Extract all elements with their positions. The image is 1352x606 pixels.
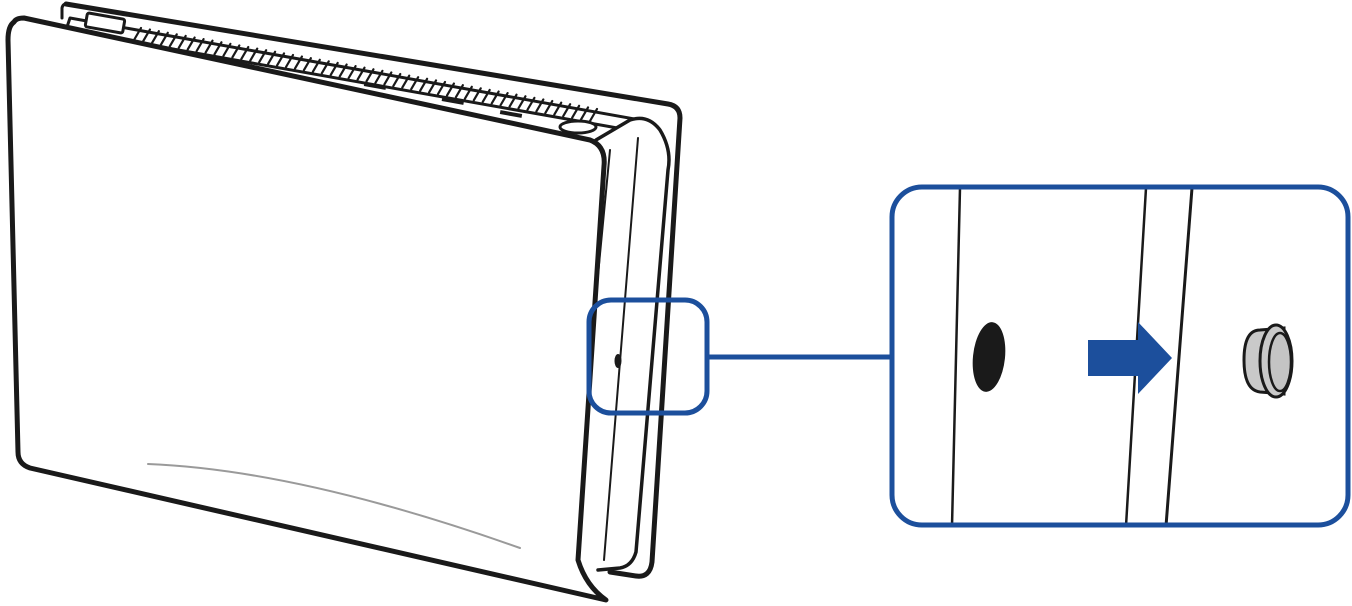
- vent-slot: [222, 42, 232, 57]
- vent-slot: [535, 98, 545, 113]
- console-top-button: [558, 119, 598, 135]
- console-front-cover: [5, 15, 609, 603]
- vent-slot: [579, 106, 590, 121]
- vent-slot: [517, 95, 527, 110]
- vent-slot: [499, 92, 509, 107]
- vent-slot: [490, 90, 500, 105]
- vent-slot: [472, 87, 482, 102]
- vent-slot: [311, 58, 321, 73]
- vent-slot: [275, 52, 286, 67]
- console-top-slot-1: [363, 82, 387, 90]
- vent-slot: [347, 65, 357, 80]
- callout: [586, 184, 1351, 528]
- console-top-slot-3: [499, 110, 523, 118]
- vent-slot: [383, 71, 393, 86]
- vent-slot: [365, 68, 375, 83]
- vent-slot: [267, 50, 277, 65]
- console-side-hole: [614, 354, 622, 368]
- vent-slot: [356, 66, 366, 81]
- vent-slot: [481, 88, 491, 104]
- console-top-slot-2: [441, 96, 465, 105]
- vent-slot: [419, 77, 429, 92]
- vent-slot: [374, 69, 384, 84]
- vent-slot: [508, 93, 518, 108]
- vent-slot: [141, 28, 152, 43]
- vent-slot: [240, 45, 250, 61]
- vent-slot: [410, 76, 420, 91]
- inset-hole: [972, 322, 1006, 392]
- vent-slot: [284, 53, 295, 69]
- vent-slot: [329, 61, 339, 77]
- vent-slot: [258, 49, 268, 64]
- inset-cap-icon: [1242, 323, 1294, 399]
- vent-slot: [320, 60, 330, 75]
- vent-slot: [427, 79, 438, 94]
- vent-slot: [401, 74, 411, 89]
- vent-slot: [159, 31, 169, 46]
- vent-slot: [553, 101, 563, 116]
- vent-slot: [338, 63, 348, 78]
- console-front-highlight: [147, 463, 521, 549]
- console-back-top-edge: [60, 2, 70, 20]
- vent-slot: [562, 103, 572, 118]
- vent-slot: [150, 30, 160, 45]
- console-top-port: [83, 11, 127, 35]
- vent-slot: [302, 57, 312, 72]
- arrow-right-icon: [1088, 322, 1172, 394]
- vent-slot: [177, 34, 187, 50]
- vent-slot: [204, 39, 214, 54]
- vent-slot: [195, 38, 205, 53]
- vent-slot: [445, 82, 456, 97]
- vent-slot: [544, 99, 554, 115]
- vent-slot: [249, 47, 259, 62]
- vent-slot: [571, 104, 581, 119]
- inset-edge-line-3: [1164, 187, 1194, 525]
- zoom-inset-frame: [889, 184, 1351, 528]
- vent-slot: [168, 33, 178, 48]
- vent-slot: [588, 107, 599, 123]
- vent-slot: [392, 72, 402, 88]
- vent-slot: [186, 36, 196, 51]
- vent-slot: [231, 44, 241, 59]
- vent-slot: [213, 41, 223, 56]
- vent-slot: [293, 55, 304, 70]
- console-side-body: [594, 116, 671, 572]
- vent-slot: [454, 84, 464, 99]
- console: [5, 1, 683, 603]
- vent-slot: [436, 80, 447, 96]
- vent-slot: [526, 96, 536, 111]
- console-side-inner-line-2: [603, 137, 639, 561]
- vent-slot: [463, 85, 473, 100]
- vent-slot: [132, 26, 143, 42]
- inset-edge-line-1: [950, 187, 962, 525]
- vent-slots: [132, 26, 599, 123]
